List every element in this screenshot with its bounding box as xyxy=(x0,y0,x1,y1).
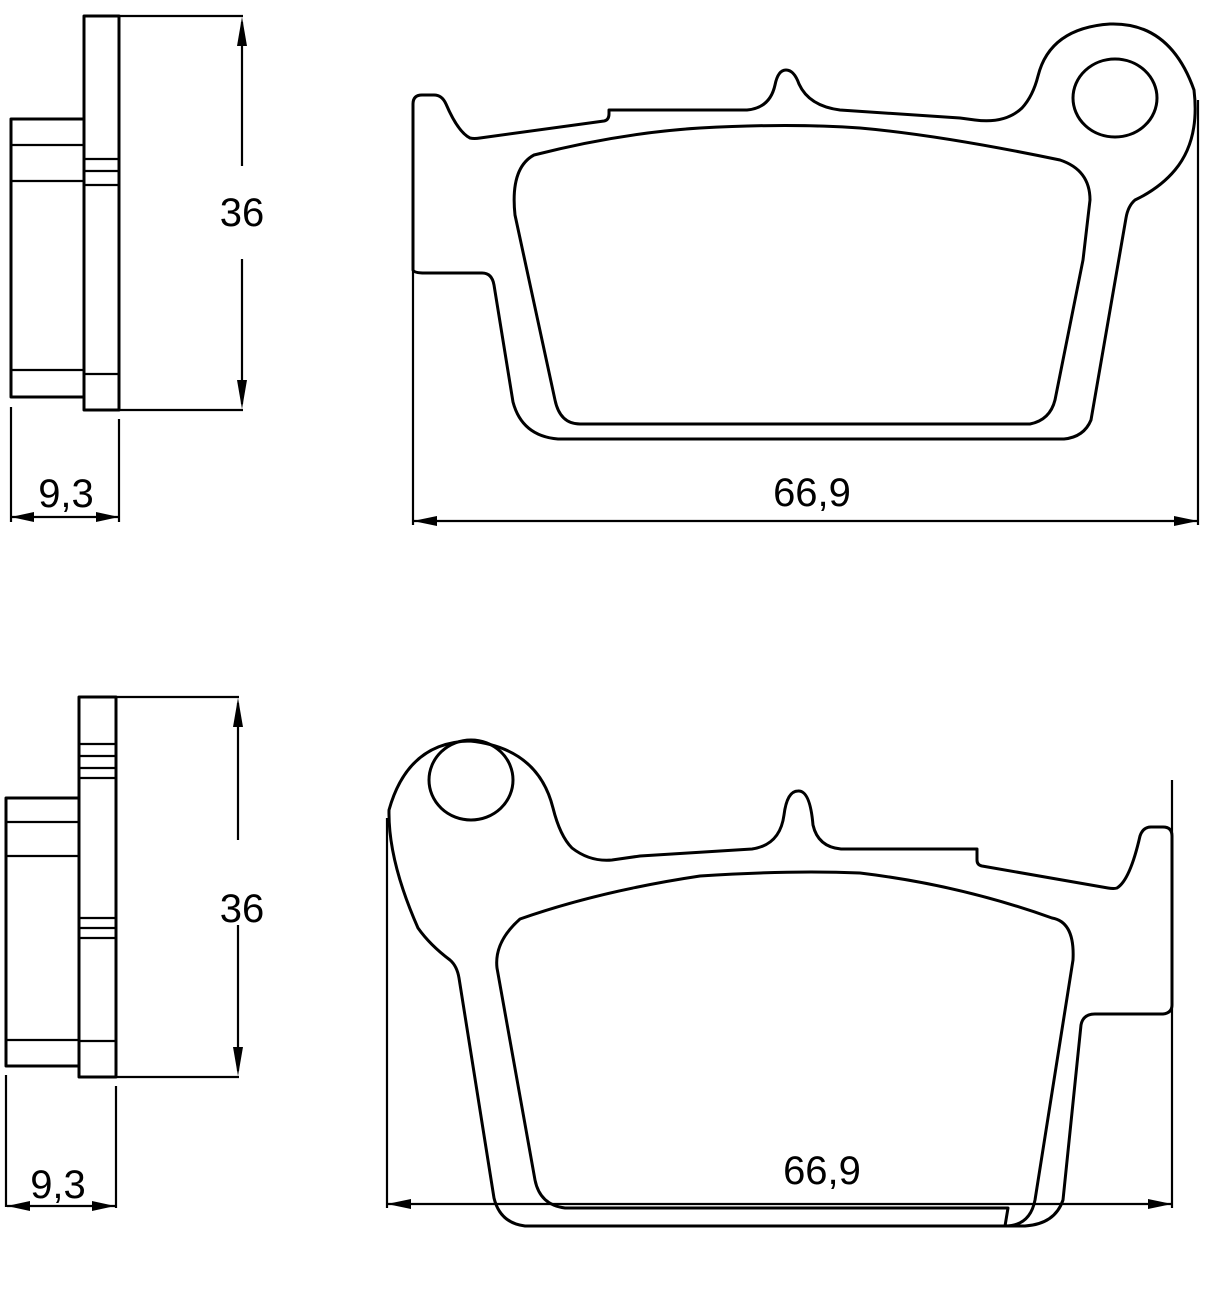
friction-block xyxy=(9,117,86,399)
arrow-up-icon xyxy=(237,17,247,46)
arrow-right-icon xyxy=(1174,516,1198,526)
arrow-down-icon xyxy=(233,1047,243,1076)
arrow-down-icon xyxy=(237,380,247,409)
bottom-side-view: 36 9,3 xyxy=(4,695,265,1211)
thickness-dimension-label: 9,3 xyxy=(30,1163,86,1207)
top-side-view: 36 9,3 xyxy=(9,14,265,522)
arrow-left-icon xyxy=(413,516,437,526)
width-dimension-label: 66,9 xyxy=(773,471,851,515)
arrow-right-icon xyxy=(92,1201,115,1211)
backing-plate-outline xyxy=(411,22,1197,441)
arrow-left-icon xyxy=(387,1199,411,1209)
bottom-drawing: 36 9,3 66,9 xyxy=(4,695,1174,1228)
backing-plate xyxy=(77,695,118,1079)
bottom-front-view: 66,9 xyxy=(385,738,1174,1228)
backing-plate xyxy=(82,14,121,412)
backing-plate-outline xyxy=(387,739,1174,1228)
top-drawing: 36 9,3 66,9 xyxy=(9,14,1200,526)
arrow-left-icon xyxy=(7,1201,30,1211)
width-dimension-label: 66,9 xyxy=(783,1149,861,1193)
mounting-hole xyxy=(427,738,515,822)
arrow-right-icon xyxy=(1148,1199,1172,1209)
friction-material-outline xyxy=(512,124,1092,426)
height-dimension-label: 36 xyxy=(220,887,265,931)
mounting-hole xyxy=(1071,57,1159,139)
arrow-right-icon xyxy=(96,512,119,522)
arrow-left-icon xyxy=(11,512,34,522)
friction-material-outline xyxy=(495,870,1075,1228)
height-dimension-label: 36 xyxy=(220,191,265,235)
thickness-dimension-label: 9,3 xyxy=(38,472,94,516)
top-front-view: 66,9 xyxy=(411,22,1200,526)
arrow-up-icon xyxy=(233,698,243,727)
friction-block xyxy=(4,796,81,1068)
